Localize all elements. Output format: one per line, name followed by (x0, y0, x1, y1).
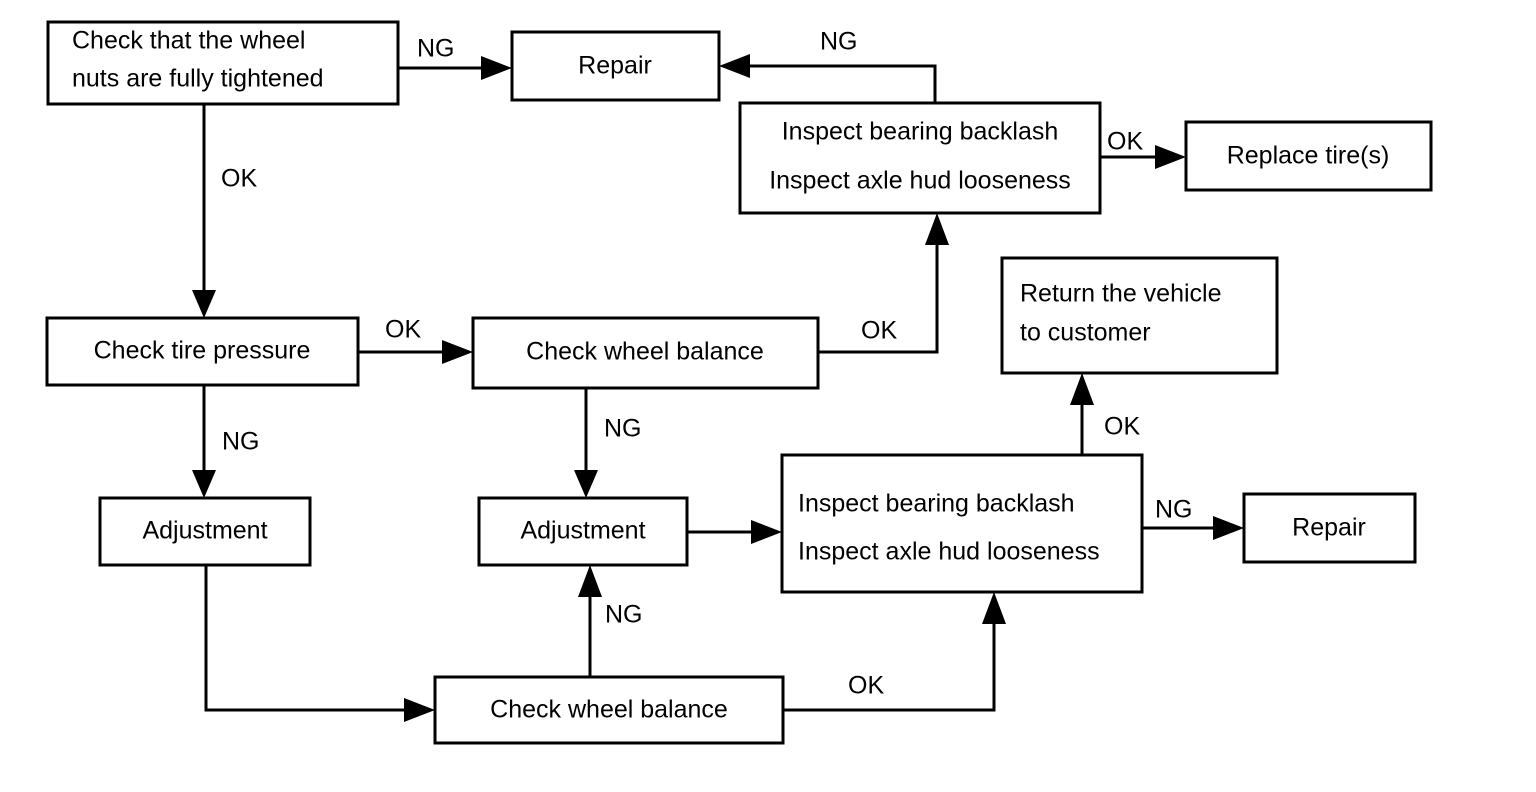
edge-line (204, 565, 404, 712)
edge-inspect-bottom-to-repair (1142, 516, 1244, 540)
arrow-head-icon (192, 290, 216, 318)
edge-adjustment-mid-to-inspect-bottom (687, 520, 782, 544)
edge-line (783, 624, 996, 712)
edge-pressure-to-balance (358, 340, 473, 364)
node-box (98, 496, 312, 567)
edge-line (818, 245, 939, 354)
node-repair-top[interactable]: Repair (510, 30, 721, 102)
edge-line (750, 64, 937, 103)
edge-balance-mid-to-inspect-top (818, 213, 949, 354)
arrow-head-icon (578, 565, 602, 597)
edge-inspect-bottom-to-return (1070, 373, 1094, 455)
node-label: Replace tire(s) (1227, 142, 1390, 170)
node-label-line-1: Return the vehicle (1020, 280, 1222, 308)
node-label-line-1: Inspect bearing backlash (798, 490, 1075, 518)
arrow-head-icon (719, 54, 750, 78)
arrow-head-icon (574, 470, 598, 498)
edge-label-inspect-top-to-replace: OK (1107, 128, 1143, 156)
node-label-line-2: to customer (1020, 319, 1151, 347)
node-box (433, 675, 785, 745)
arrow-head-icon (925, 213, 949, 245)
node-adjustment-left[interactable]: Adjustment (98, 496, 312, 567)
edge-label-inspect-top-to-repair: NG (820, 28, 858, 56)
node-adjustment-mid[interactable]: Adjustment (477, 496, 689, 567)
node-label: Check wheel balance (490, 696, 728, 724)
node-label: Repair (1292, 514, 1366, 542)
edge-label-nuts-to-repair: NG (417, 35, 455, 63)
edge-balance-mid-to-adjustment (574, 388, 598, 498)
node-label: Repair (578, 52, 652, 80)
node-check-wheel-balance-bottom[interactable]: Check wheel balance (433, 675, 785, 745)
edge-balance-bottom-to-inspect-bottom (783, 592, 1006, 712)
node-replace-tires[interactable]: Replace tire(s) (1184, 120, 1433, 192)
node-box (510, 30, 721, 102)
arrow-head-icon (192, 470, 216, 498)
node-label: Adjustment (142, 517, 267, 545)
node-label: Check wheel balance (526, 338, 764, 366)
edge-label-balance-mid-to-adjustment: NG (604, 415, 642, 443)
edge-balance-bottom-to-adjustment-mid (578, 565, 602, 677)
edge-label-inspect-bottom-to-return: OK (1104, 413, 1140, 441)
node-label: Check tire pressure (94, 337, 311, 365)
edge-label-balance-bottom-to-inspect-bottom: OK (848, 672, 884, 700)
node-inspect-bottom[interactable]: Inspect bearing backlash Inspect axle hu… (780, 453, 1144, 594)
edge-label-pressure-to-adjustment: NG (222, 428, 260, 456)
edge-inspect-top-to-repair (719, 54, 937, 103)
edge-label-pressure-to-balance: OK (385, 316, 421, 344)
node-return-vehicle[interactable]: Return the vehicle to customer (1000, 256, 1279, 375)
node-box (1242, 492, 1417, 564)
edge-label-inspect-bottom-to-repair: NG (1155, 496, 1193, 524)
node-check-wheel-balance-mid[interactable]: Check wheel balance (471, 316, 820, 390)
node-box (46, 20, 400, 106)
node-box (1000, 256, 1279, 375)
edge-label-balance-bottom-to-adjustment-mid: NG (605, 601, 643, 629)
node-box (738, 101, 1102, 215)
node-repair-bottom[interactable]: Repair (1242, 492, 1417, 564)
node-box (477, 496, 689, 567)
edge-label-nuts-to-pressure: OK (221, 165, 257, 193)
arrow-head-icon (982, 592, 1006, 624)
edge-pressure-to-adjustment (192, 385, 216, 498)
node-box (471, 316, 820, 390)
node-box (1184, 120, 1433, 192)
arrow-head-icon (404, 698, 435, 722)
edge-inspect-top-to-replace (1100, 145, 1186, 169)
node-check-tire-pressure[interactable]: Check tire pressure (45, 316, 360, 387)
node-label-line-1: Inspect bearing backlash (782, 118, 1059, 146)
node-label-line-2: nuts are fully tightened (72, 65, 324, 93)
node-check-wheel-nuts[interactable]: Check that the wheel nuts are fully tigh… (46, 20, 400, 106)
node-box (45, 316, 360, 387)
arrow-head-icon (1213, 516, 1244, 540)
node-label-line-2: Inspect axle hud looseness (798, 538, 1100, 566)
arrow-head-icon (481, 56, 512, 80)
node-box (780, 453, 1144, 594)
edge-label-balance-mid-to-inspect-top: OK (861, 317, 897, 345)
edge-adjustment-left-to-balance-bottom (204, 565, 435, 722)
arrow-head-icon (442, 340, 473, 364)
arrow-head-icon (1155, 145, 1186, 169)
node-label: Adjustment (520, 517, 645, 545)
arrow-head-icon (1070, 373, 1094, 405)
edge-nuts-to-pressure (192, 104, 216, 318)
node-inspect-top[interactable]: Inspect bearing backlash Inspect axle hu… (738, 101, 1102, 215)
arrow-head-icon (751, 520, 782, 544)
edge-nuts-to-repair (398, 56, 512, 80)
node-label-line-1: Check that the wheel (72, 27, 305, 55)
node-label-line-2: Inspect axle hud looseness (769, 167, 1071, 195)
